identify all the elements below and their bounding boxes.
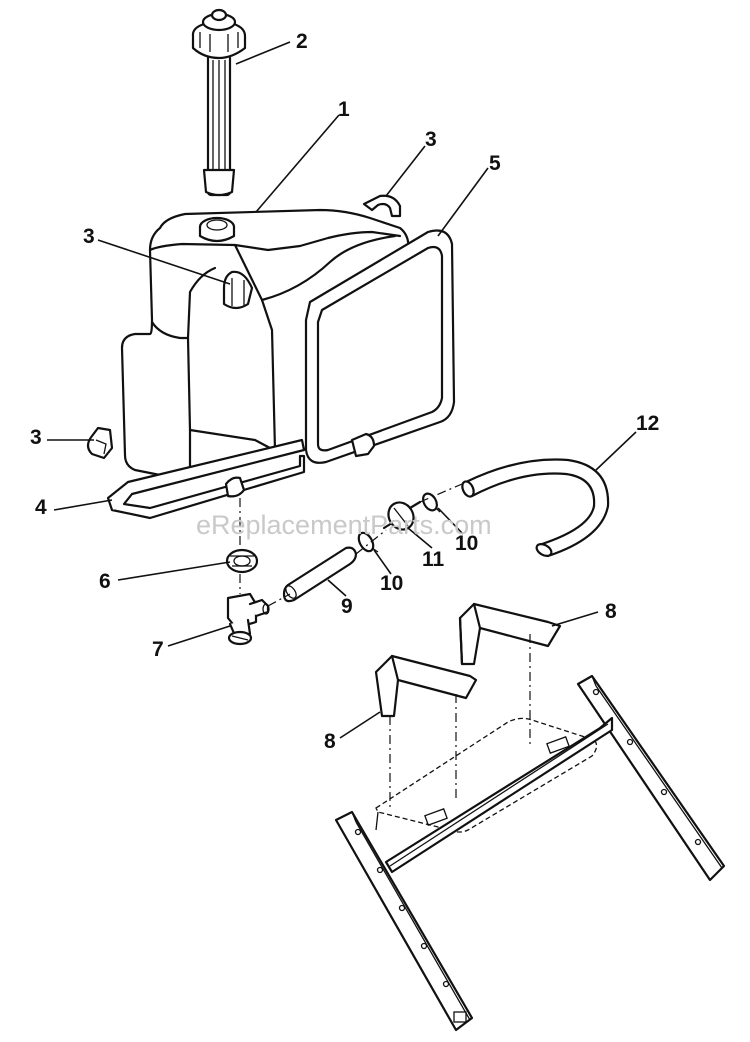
- part-7-shutoff-valve: [226, 592, 270, 646]
- part-9-fuel-line: [267, 546, 358, 607]
- callout-3-upper-right: 3: [425, 128, 437, 151]
- callout-5: 5: [489, 152, 501, 175]
- callout-3-tank-top: 3: [83, 225, 95, 248]
- watermark-text: eReplacementParts.com: [196, 510, 492, 540]
- leader-lines: [47, 41, 637, 739]
- callout-9: 9: [341, 595, 353, 618]
- callout-2: 2: [296, 30, 308, 53]
- part-2-cap-dipstick: [191, 8, 247, 197]
- callout-8-rear: 8: [605, 600, 617, 623]
- part-11-fuel-filter: [355, 483, 463, 555]
- callout-12: 12: [636, 412, 659, 435]
- part-3-clip-tank-top: [222, 270, 254, 310]
- part-4-bottom-strap: [106, 438, 306, 548]
- callout-8-front: 8: [324, 730, 336, 753]
- part-5-side-strap: [304, 229, 456, 464]
- part-8-bracket-rear: [458, 602, 562, 666]
- callout-3-left: 3: [30, 426, 42, 449]
- callout-4: 4: [35, 496, 47, 519]
- callout-11: 11: [422, 548, 445, 571]
- part-8-bracket-front: [374, 654, 478, 718]
- callout-1: 1: [338, 98, 350, 121]
- callout-10-left: 10: [380, 572, 403, 595]
- part-6-hose-clamp: [225, 548, 259, 594]
- part-3-clip-left: [86, 426, 114, 460]
- callout-7: 7: [152, 638, 164, 661]
- callout-labels: 1 2 3 3 3 4 5 6 7 8 8 9 10 10 11 12: [30, 30, 659, 753]
- frame-rail-left: [334, 810, 474, 1032]
- mounting-plate: [375, 717, 598, 833]
- part-10-clamp-left: [357, 531, 379, 553]
- callout-6: 6: [99, 570, 111, 593]
- bracket-alignment-lines: [389, 634, 531, 810]
- frame-crossmember: [384, 716, 614, 874]
- callout-10-right: 10: [455, 532, 478, 555]
- part-10-clamp-right: [422, 492, 441, 513]
- part-3-clip-upper-right: [362, 194, 402, 218]
- frame-rail-right: [576, 674, 726, 882]
- part-12-fuel-hose: [461, 458, 610, 558]
